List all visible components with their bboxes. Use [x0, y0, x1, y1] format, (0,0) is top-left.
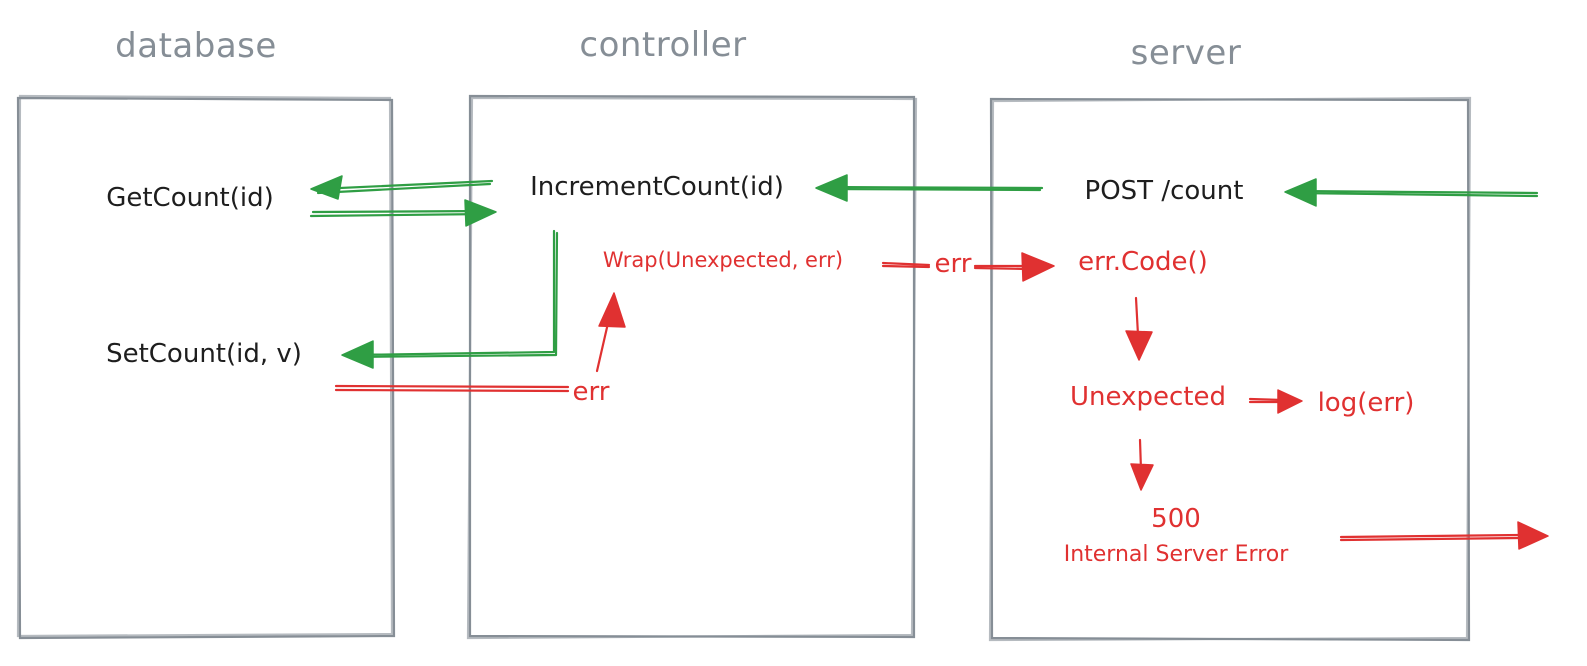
- status-text-label: Internal Server Error: [1064, 542, 1289, 567]
- controller-err-label: err: [573, 377, 610, 407]
- arrow-incoming-to-post: [1284, 178, 1539, 207]
- arrow-err-to-wrap: [595, 292, 626, 373]
- set-count-label: SetCount(id, v): [106, 339, 302, 369]
- wrap-label: Wrap(Unexpected, err): [603, 248, 843, 272]
- arrow-err-to-errcode: [973, 252, 1055, 282]
- server-box: [988, 96, 1472, 642]
- controller-box: [466, 94, 918, 640]
- increment-count-label: IncrementCount(id): [530, 172, 784, 202]
- status-code-label: 500: [1151, 504, 1201, 534]
- arrow-errcode-to-unexpected: [1125, 296, 1153, 361]
- arrow-increment-to-setcount: [341, 229, 559, 369]
- transfer-err-label: err: [935, 249, 972, 279]
- arrow-unexpected-to-log: [1248, 389, 1303, 414]
- unexpected-label: Unexpected: [1070, 382, 1226, 412]
- arrow-wrap-to-err: [881, 261, 931, 269]
- arrow-increment-to-getcount: [310, 175, 494, 200]
- post-count-label: POST /count: [1085, 176, 1244, 206]
- arrow-post-to-increment: [815, 174, 1044, 202]
- err-code-label: err.Code(): [1078, 247, 1208, 277]
- arrow-getcount-to-increment: [309, 199, 497, 227]
- arrow-500-out: [1339, 521, 1549, 550]
- database-column-title: database: [115, 26, 277, 66]
- arrow-unexpected-to-500: [1130, 438, 1154, 491]
- line-setcount-err: [334, 384, 570, 393]
- server-column-title: server: [1131, 33, 1242, 73]
- log-err-label: log(err): [1318, 388, 1415, 418]
- database-box: [16, 94, 396, 640]
- controller-column-title: controller: [579, 25, 746, 65]
- get-count-label: GetCount(id): [106, 183, 274, 213]
